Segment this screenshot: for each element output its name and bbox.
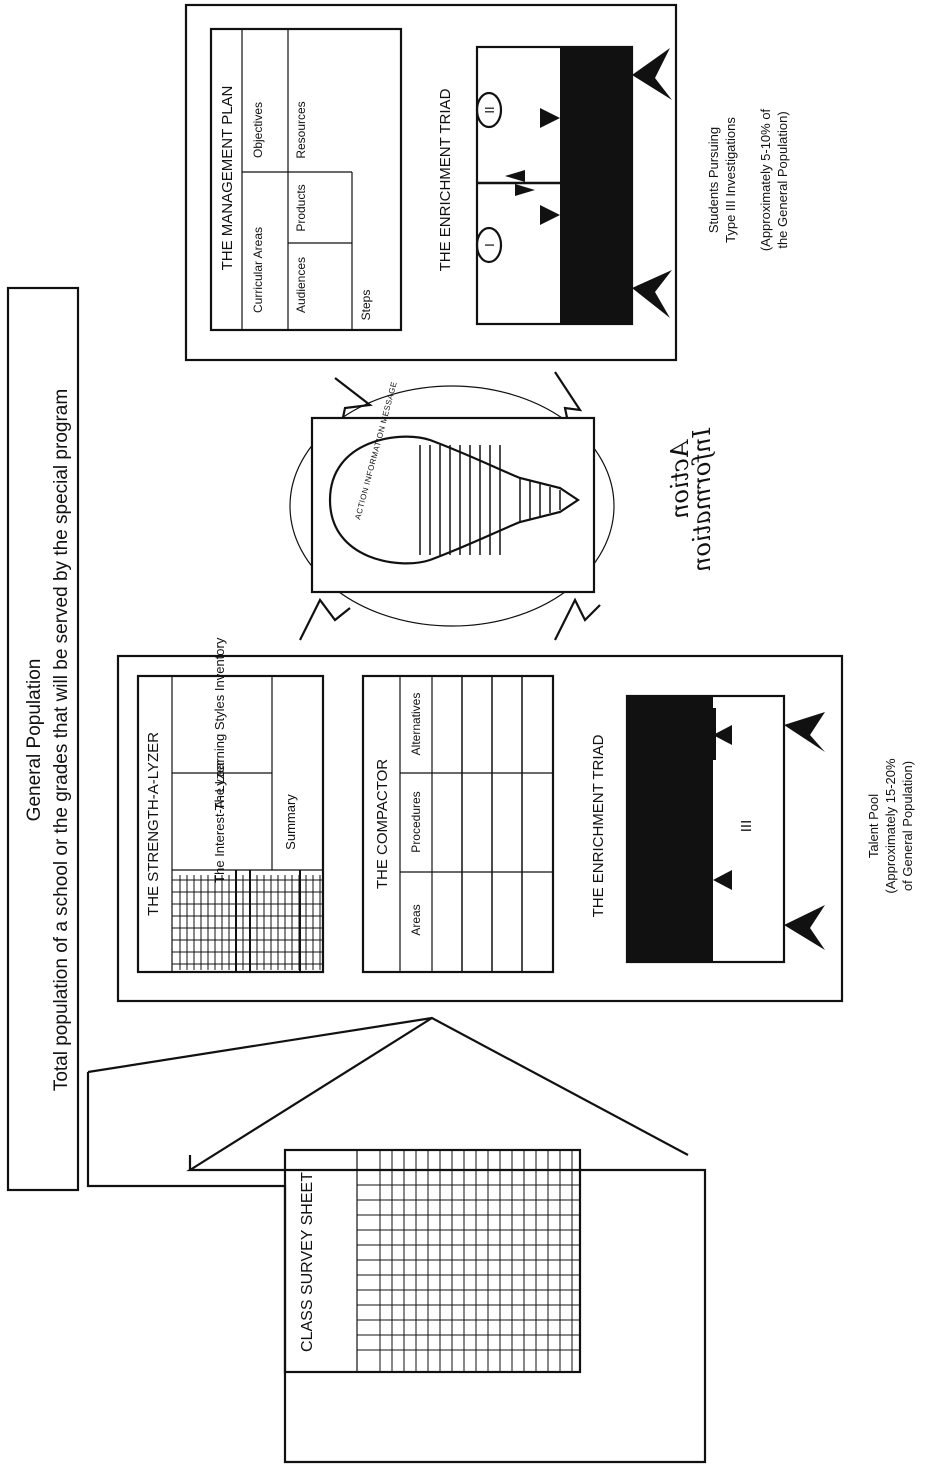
triad-arrow-icon bbox=[713, 870, 732, 890]
compactor-col-alternatives: Alternatives bbox=[409, 693, 423, 756]
type-three-caption-line1: Students Pursuing bbox=[706, 127, 721, 233]
triad-spike-icon bbox=[784, 712, 825, 752]
strength-grid bbox=[172, 870, 323, 972]
talent-enrichment-triad-title: THE ENRICHMENT TRIAD bbox=[590, 734, 607, 917]
type-three-caption-line2: Type III Investigations bbox=[723, 117, 738, 243]
talent-pool-caption-line2: (Approximately 15-20% bbox=[883, 758, 898, 894]
type-three-caption-line4: the General Population) bbox=[775, 111, 790, 248]
survey-grid bbox=[357, 1150, 580, 1372]
triad-arrow-icon bbox=[540, 205, 560, 225]
bulb-lines bbox=[419, 445, 561, 555]
flow-arrow-icon bbox=[554, 597, 601, 641]
talent-pool-box: THE STRENGTH-A-LYZER The Learning Styles… bbox=[116, 637, 844, 1003]
type-three-label: III bbox=[738, 820, 755, 833]
summary-label: Summary bbox=[283, 794, 298, 850]
learning-styles-label: The Learning Styles Inventory bbox=[212, 637, 227, 810]
triad-shaded-region bbox=[627, 696, 713, 962]
class-survey-sheet-title: CLASS SURVEY SHEET bbox=[299, 1172, 316, 1352]
handwritten-action: Action bbox=[666, 439, 694, 519]
strength-a-lyzer: THE STRENGTH-A-LYZER The Learning Styles… bbox=[136, 637, 325, 974]
flow-arrow-icon bbox=[299, 597, 351, 641]
talent-pool-caption-line1: Talent Pool bbox=[866, 794, 881, 858]
lightbulb-icon bbox=[328, 435, 580, 565]
action-information-bulb: ACTION INFORMATION MESSAGE Action Inform… bbox=[289, 371, 716, 641]
curricular-areas-label: Curricular Areas bbox=[251, 227, 265, 313]
compactor: THE COMPACTOR Alternatives Procedures Ar… bbox=[361, 674, 555, 974]
resources-label: Resources bbox=[294, 101, 308, 158]
objectives-label: Objectives bbox=[251, 102, 265, 158]
triad-spike-icon bbox=[632, 48, 672, 100]
audiences-label: Audiences bbox=[294, 257, 308, 313]
general-population-box: General Population Total population of a… bbox=[6, 286, 80, 1192]
class-survey-sheet: CLASS SURVEY SHEET bbox=[283, 1148, 582, 1374]
type-three-caption: Students Pursuing Type III Investigation… bbox=[706, 108, 790, 251]
steps-label: Steps bbox=[359, 290, 373, 321]
type-one-label: I bbox=[482, 243, 497, 247]
type-three-enrichment-triad-title: THE ENRICHMENT TRIAD bbox=[437, 88, 454, 271]
general-population-subtitle: Total population of a school or the grad… bbox=[51, 389, 72, 1091]
management-plan: THE MANAGEMENT PLAN Objectives Curricula… bbox=[209, 27, 403, 332]
triad-arrow-icon bbox=[713, 725, 732, 745]
products-label: Products bbox=[294, 184, 308, 231]
triad-shaded-region bbox=[560, 47, 632, 324]
talent-pool-caption: Talent Pool (Approximately 15-20% of Gen… bbox=[866, 758, 915, 894]
talent-enrichment-triad: THE ENRICHMENT TRIAD III bbox=[590, 694, 825, 964]
triad-arrow-icon bbox=[505, 170, 525, 182]
type-three-enrichment-triad: THE ENRICHMENT TRIAD II I bbox=[437, 45, 672, 326]
interest-a-lyzer-label: The Interest-A- Lyzer bbox=[212, 761, 227, 883]
house-shape bbox=[86, 1016, 707, 1464]
compactor-row-lines bbox=[461, 676, 523, 972]
compactor-col-areas: Areas bbox=[409, 904, 423, 935]
talent-pool-caption-line3: of General Population) bbox=[900, 761, 915, 891]
handwritten-information: Information bbox=[688, 427, 716, 572]
type-three-box: THE MANAGEMENT PLAN Objectives Curricula… bbox=[184, 3, 678, 362]
triad-arrow-icon bbox=[540, 108, 560, 128]
triad-arrow-icon bbox=[515, 184, 535, 196]
compactor-col-procedures: Procedures bbox=[409, 791, 423, 852]
triad-spike-icon bbox=[632, 270, 672, 318]
type-two-label: II bbox=[482, 106, 497, 113]
triad-spike-icon bbox=[784, 905, 825, 950]
general-population-title: General Population bbox=[24, 659, 45, 822]
management-plan-title: THE MANAGEMENT PLAN bbox=[219, 86, 236, 271]
strength-a-lyzer-title: THE STRENGTH-A-LYZER bbox=[145, 732, 162, 916]
compactor-title: THE COMPACTOR bbox=[374, 759, 391, 889]
type-three-caption-line3: (Approximately 5-10% of bbox=[758, 108, 773, 251]
